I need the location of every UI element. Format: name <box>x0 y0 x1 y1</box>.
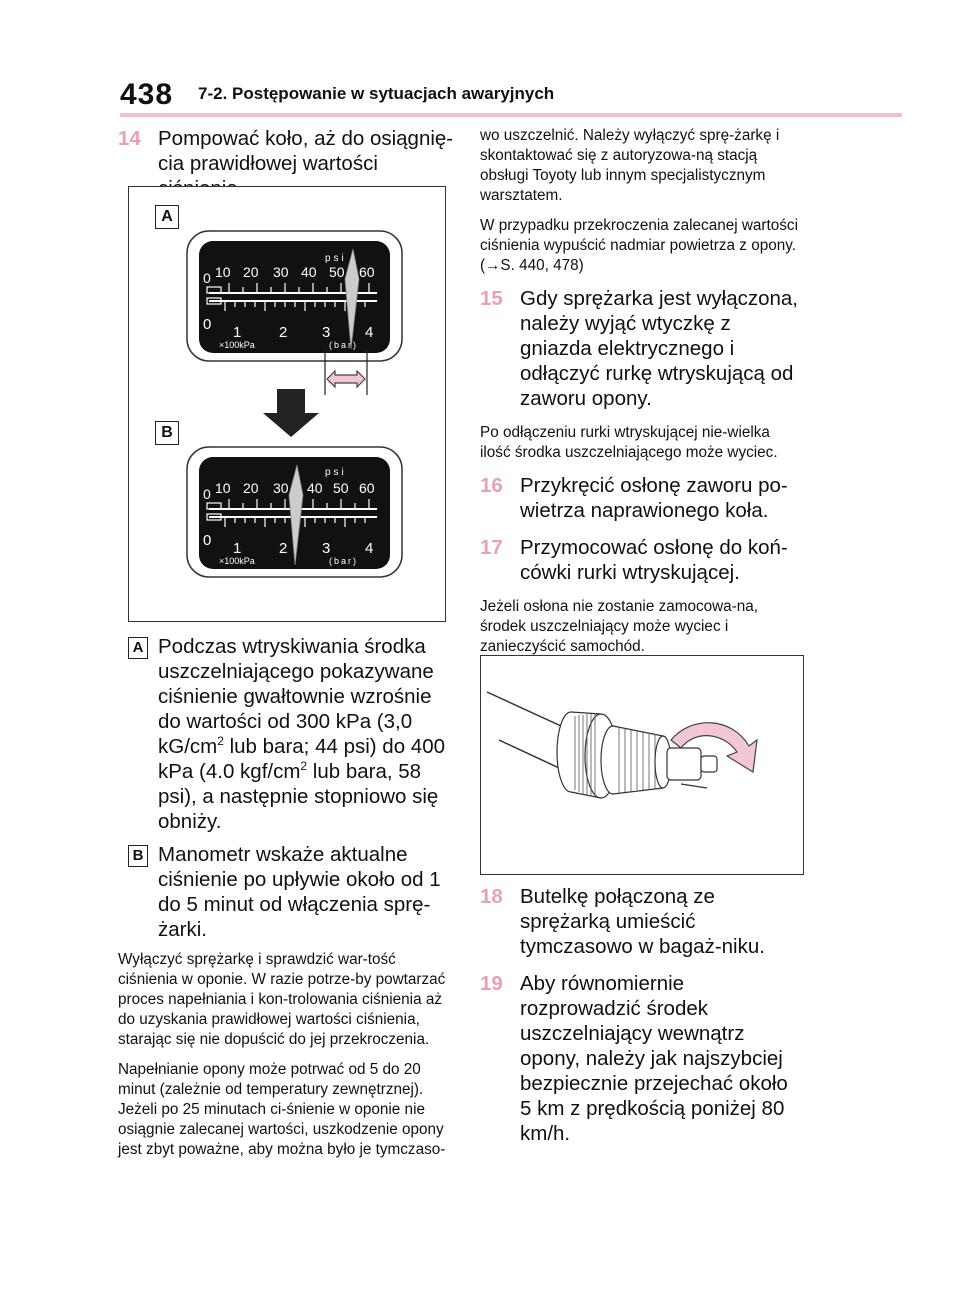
svg-text:2: 2 <box>279 540 287 557</box>
figure-label-b: B <box>155 421 179 445</box>
section-title: 7-2. Postępowanie w sytuacjach awaryjnyc… <box>198 84 555 103</box>
psi-scale: 0 10 20 30 40 50 60 <box>203 264 375 286</box>
header-rule <box>120 113 902 117</box>
svg-text:(bar): (bar) <box>329 556 358 566</box>
down-arrow-icon <box>263 389 319 437</box>
svg-text:3: 3 <box>322 540 330 557</box>
paragraph-excess-pressure: W przypadku przekroczenia zalecanej wart… <box>480 217 798 274</box>
right-bottom: 18 Butelkę połączoną ze sprężarką umieśc… <box>480 884 804 1158</box>
svg-text:10: 10 <box>215 264 231 280</box>
gauge-figure: A B psi 0 10 20 30 40 50 60 <box>128 186 446 622</box>
step-15: 15 Gdy sprężarka jest wyłączona, należy … <box>480 287 799 410</box>
svg-text:0: 0 <box>203 532 211 549</box>
svg-text:40: 40 <box>301 264 317 280</box>
svg-text:50: 50 <box>333 480 349 496</box>
gauge-needle <box>288 464 304 566</box>
svg-text:2: 2 <box>279 324 287 341</box>
step-18: 18 Butelkę połączoną ze sprężarką umieśc… <box>480 885 765 958</box>
svg-text:60: 60 <box>359 264 375 280</box>
svg-text:0: 0 <box>203 316 211 333</box>
paragraph-cap-note: Jeżeli osłona nie zostanie zamocowa-na, … <box>480 598 759 655</box>
svg-text:10: 10 <box>215 480 231 496</box>
valve-cap-figure <box>480 655 804 875</box>
gauge-b: psi 0 10 20 30 40 50 60 <box>186 446 403 578</box>
svg-text:4: 4 <box>365 324 373 341</box>
svg-text:20: 20 <box>243 264 259 280</box>
svg-text:1: 1 <box>233 324 241 341</box>
hose-fitting <box>556 711 718 799</box>
svg-text:30: 30 <box>273 264 289 280</box>
step-17: 17 Przymocować osłonę do koń-cówki rurki… <box>480 536 788 584</box>
svg-text:psi: psi <box>325 467 347 478</box>
svg-text:0: 0 <box>203 270 211 286</box>
svg-text:50: 50 <box>329 264 345 280</box>
valve-cap-illustration <box>486 691 758 799</box>
svg-text:30: 30 <box>273 480 289 496</box>
svg-text:1: 1 <box>233 540 241 557</box>
note-badge-a: A <box>128 637 148 659</box>
gauge-illustration: psi 0 10 20 30 40 50 60 <box>186 230 403 578</box>
svg-text:0: 0 <box>203 486 211 502</box>
svg-text:60: 60 <box>359 480 375 496</box>
figure-label-a: A <box>155 205 179 229</box>
step-19: 19 Aby równomiernie rozprowadzić środek … <box>480 972 788 1145</box>
gauge-a: psi 0 10 20 30 40 50 60 <box>186 230 403 362</box>
note-a: A Podczas wtryskiwania środka uszczelnia… <box>118 634 454 834</box>
svg-text:20: 20 <box>243 480 259 496</box>
rotate-arrow-icon <box>670 722 758 773</box>
right-column: wo uszczelnić. Należy wyłączyć sprę-żark… <box>480 126 804 667</box>
page-header: 438 7-2. Postępowanie w sytuacjach awary… <box>120 78 900 112</box>
svg-text:4: 4 <box>365 540 373 557</box>
bar-scale: 0 1 2 3 4 <box>203 316 373 341</box>
svg-text:40: 40 <box>307 480 323 496</box>
step-number: 14 <box>118 127 141 150</box>
svg-text:×100kPa: ×100kPa <box>219 556 255 566</box>
note-badge-b: B <box>128 845 148 867</box>
range-indicator <box>324 349 368 395</box>
paragraph-inflation-time: Napełnianie opony może potrwać od 5 do 2… <box>118 1061 446 1158</box>
psi-label: psi <box>325 253 347 264</box>
paragraph-continued: wo uszczelnić. Należy wyłączyć sprę-żark… <box>480 127 780 204</box>
note-b: B Manometr wskaże aktualne ciśnienie po … <box>118 842 454 942</box>
page-number: 438 <box>120 78 174 111</box>
paragraph-check-pressure: Wyłączyć sprężarkę i sprawdzić war-tość … <box>118 951 446 1048</box>
kpa-label: ×100kPa <box>219 340 255 350</box>
left-notes: A Podczas wtryskiwania środka uszczelnia… <box>118 634 454 1170</box>
gauge-needle <box>344 248 360 350</box>
svg-text:3: 3 <box>322 324 330 341</box>
paragraph-leak-note: Po odłączeniu rurki wtryskującej nie-wie… <box>480 424 778 461</box>
step-16: 16 Przykręcić osłonę zaworu po-wietrza n… <box>480 474 788 522</box>
bar-label: (bar) <box>329 340 358 350</box>
